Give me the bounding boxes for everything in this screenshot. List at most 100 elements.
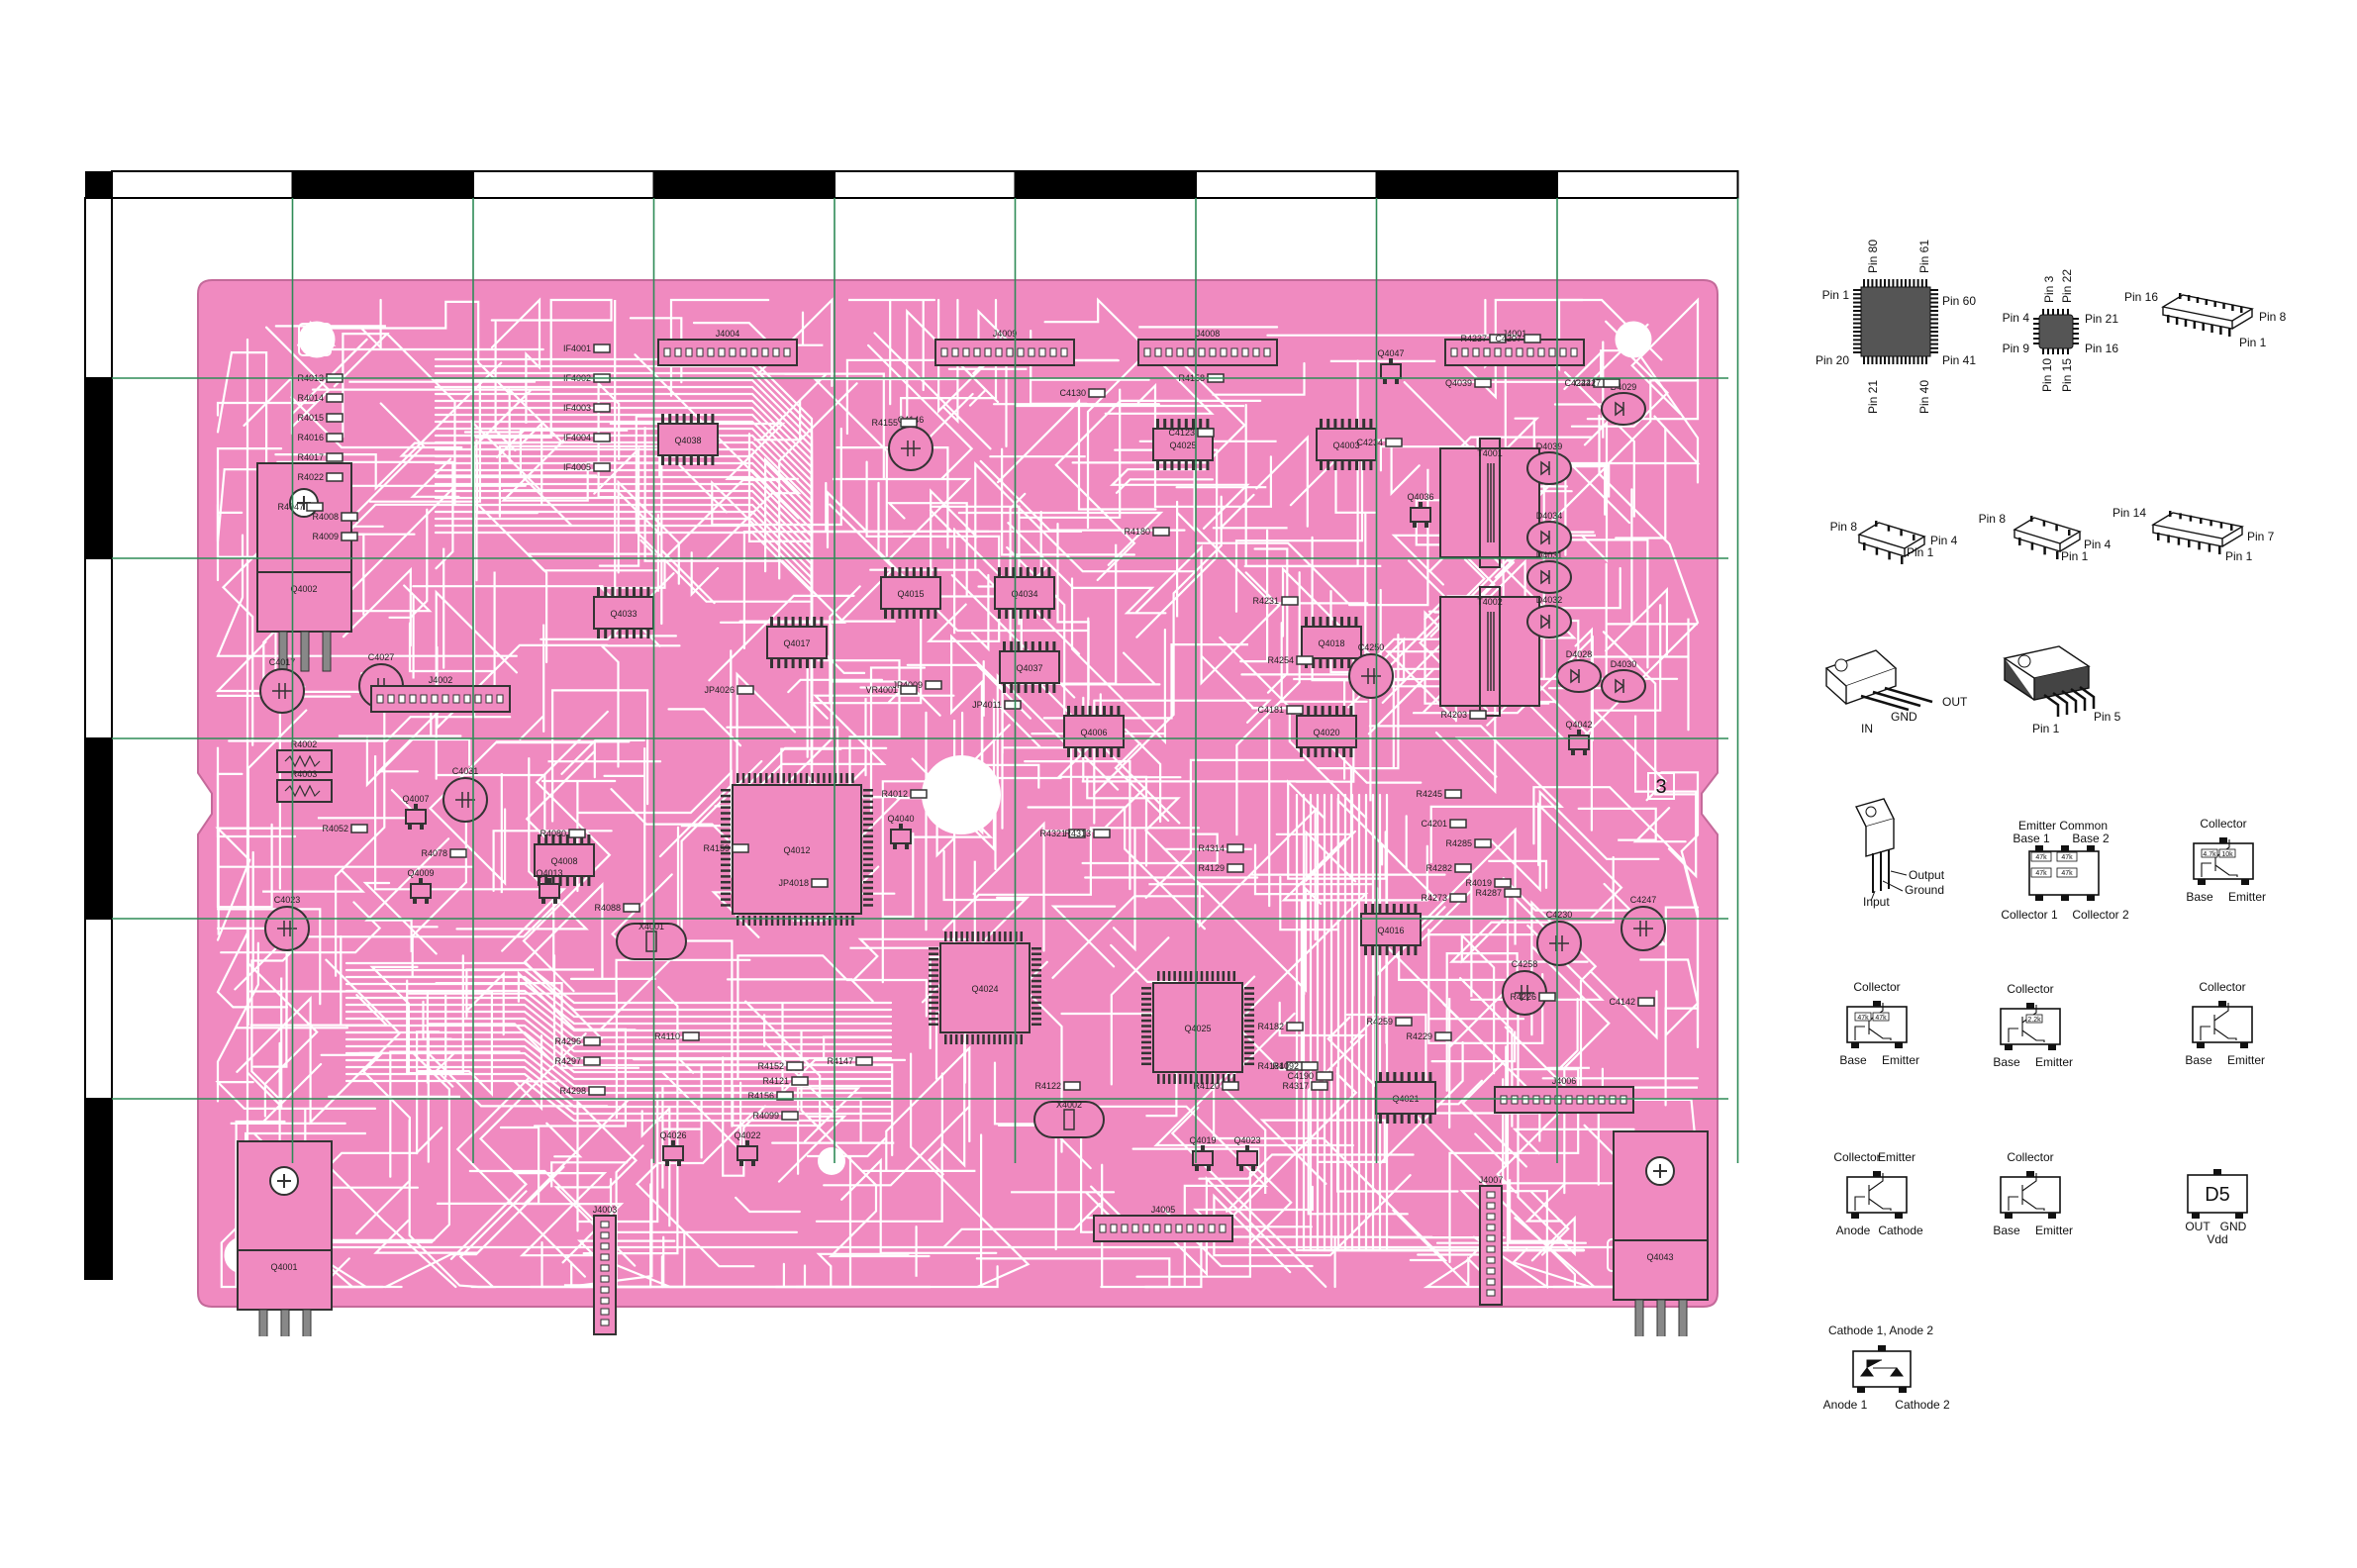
component-r4259: R4259 xyxy=(1366,1017,1413,1027)
component-q4006: Q4006 xyxy=(1063,706,1125,757)
component-q4024: Q4024 xyxy=(929,931,1041,1044)
component-d4029: D4029 xyxy=(1601,382,1646,426)
trace xyxy=(1430,1030,1517,1063)
trace xyxy=(735,1196,801,1214)
trace-bus xyxy=(344,1010,893,1053)
trace xyxy=(1054,399,1262,582)
trace xyxy=(1607,488,1698,626)
component-label: R4245 xyxy=(1416,789,1442,799)
legend-pin-label: Collector xyxy=(1833,1150,1880,1164)
component-r4110: R4110 xyxy=(654,1031,700,1041)
component-label: R4180 xyxy=(1124,527,1150,537)
component-label: Q4022 xyxy=(734,1130,760,1140)
trace xyxy=(220,901,382,954)
component-vr4001: VR4001 xyxy=(865,685,918,695)
tooling-hole xyxy=(818,1147,845,1175)
component-r4282: R4282 xyxy=(1425,863,1472,873)
component-c4201: C4201 xyxy=(1421,819,1467,829)
trace xyxy=(340,487,454,602)
component-label: R4298 xyxy=(559,1086,586,1096)
component-label: Q4008 xyxy=(550,856,577,866)
trace xyxy=(1213,1061,1448,1262)
trace xyxy=(1033,677,1181,825)
trace xyxy=(755,297,834,439)
component-label: R4152 xyxy=(757,1061,784,1071)
legend-pin-label: Base xyxy=(1839,1053,1867,1067)
trace xyxy=(364,837,450,952)
ruler-corner xyxy=(85,171,112,198)
component-q4013: Q4013 xyxy=(536,868,563,904)
component-label: C4207 xyxy=(1495,334,1522,343)
trace xyxy=(1401,1101,1660,1289)
trace xyxy=(560,738,645,775)
component-label: X4001 xyxy=(638,922,664,931)
trace xyxy=(812,377,958,557)
component-q4038: Q4038 xyxy=(657,414,719,465)
legend-pin-label: Ground xyxy=(1905,883,1944,897)
component-label: C4258 xyxy=(1512,959,1538,969)
component-label: Q4040 xyxy=(887,814,914,824)
component-label: J4005 xyxy=(1151,1205,1176,1215)
component-label: R4016 xyxy=(297,433,324,442)
component-label: J4006 xyxy=(1552,1076,1577,1086)
trace xyxy=(1570,349,1670,428)
trace xyxy=(519,624,545,740)
trace xyxy=(342,566,412,647)
component-label: R4273 xyxy=(1421,893,1447,903)
trace xyxy=(1144,758,1305,899)
ruler-left-segment xyxy=(84,918,113,1100)
component-label: J4002 xyxy=(429,675,453,685)
component-r4009: R4009 xyxy=(312,532,358,541)
component-label: Q4038 xyxy=(674,436,701,445)
component-label: J4004 xyxy=(716,329,740,339)
legend-pin-label: OUT xyxy=(1942,695,1968,709)
component-label: JP4018 xyxy=(778,878,809,888)
component-r4052: R4052 xyxy=(322,824,368,833)
component-x4002: X4002 xyxy=(1033,1100,1105,1138)
trace xyxy=(850,937,970,1003)
trace xyxy=(216,941,259,1103)
component-r4152: R4152 xyxy=(757,1061,804,1071)
trace xyxy=(458,1190,528,1289)
trace xyxy=(216,351,268,480)
trace-bus xyxy=(344,1079,893,1123)
legend-resistor-value: 10k xyxy=(2221,851,2233,858)
trace xyxy=(1093,699,1272,724)
trace xyxy=(1489,789,1660,893)
trace xyxy=(317,789,426,820)
component-q4018: Q4018 xyxy=(1301,617,1362,668)
legend-pin-label: IN xyxy=(1861,722,1873,735)
trace xyxy=(1532,786,1700,1048)
legend-pin-label: OUT xyxy=(2185,1220,2210,1233)
trace xyxy=(216,908,322,1006)
trace xyxy=(996,398,1157,511)
trace xyxy=(540,572,675,640)
component-label: R4088 xyxy=(594,903,621,913)
legend-pin-label: Emitter xyxy=(1878,1150,1915,1164)
trace xyxy=(1512,1127,1635,1155)
trace xyxy=(1198,1153,1415,1180)
legend-pin-label: Pin 60 xyxy=(1942,294,1976,308)
component-label: C4130 xyxy=(1059,388,1086,398)
trace-bus xyxy=(344,1058,893,1102)
trace xyxy=(388,508,429,619)
trace xyxy=(930,488,978,584)
component-label: R4203 xyxy=(1440,710,1467,720)
trace xyxy=(800,1029,931,1258)
trace xyxy=(545,1122,583,1158)
trace xyxy=(250,943,300,1101)
trace xyxy=(1348,468,1429,607)
component-label: C4023 xyxy=(274,895,301,905)
component-jp4009: JP4009 xyxy=(892,680,942,690)
trace xyxy=(276,460,454,570)
component-label: Q4025 xyxy=(1184,1024,1211,1033)
component-label: Q4039 xyxy=(1445,378,1472,388)
component-q4003: Q4003 xyxy=(1316,419,1377,470)
trace xyxy=(1136,382,1272,508)
legend-pin-label: Collector xyxy=(2200,817,2246,831)
component-if4003: IF4003 xyxy=(563,403,611,413)
component-label: R4285 xyxy=(1445,838,1472,848)
